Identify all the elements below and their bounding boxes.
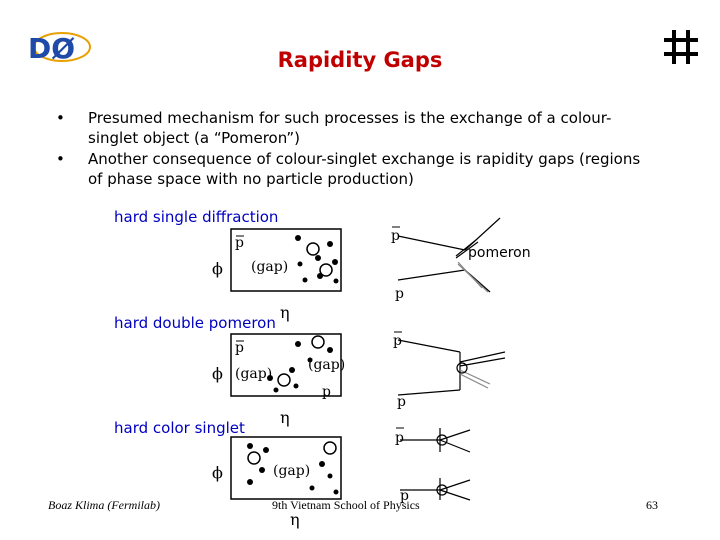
right-p-label: p: [395, 286, 404, 302]
footer-event: 9th Vietnam School of Physics: [272, 498, 420, 512]
d0-logo-icon: DØ: [28, 32, 91, 65]
pbar-label: p: [235, 235, 244, 251]
fermilab-logo: [660, 26, 702, 68]
diagram-label-single-diffraction: hard single diffraction: [114, 208, 279, 226]
diagram-label-double-pomeron: hard double pomeron: [114, 314, 276, 332]
pbar-label: p: [235, 340, 244, 356]
gap-label-left: (gap): [235, 366, 273, 382]
bullet-marker: •: [56, 150, 65, 168]
diagram-label-color-singlet: hard color singlet: [114, 419, 245, 437]
d0-logo: DØ: [22, 28, 92, 66]
color-singlet-diagram: [400, 428, 471, 501]
pomeron-diagram-2: [397, 339, 506, 396]
lego-box-3: [230, 436, 342, 500]
gap-label: (gap): [251, 259, 289, 275]
phi-label: ϕ: [212, 259, 223, 278]
bullet-text: Presumed mechanism for such processes is…: [88, 109, 612, 147]
eta-label: η: [280, 408, 290, 427]
footer-page-number: 63: [646, 498, 658, 512]
right-pbar-label: p: [393, 333, 402, 349]
particle-dots-3: [247, 443, 339, 495]
pomeron-label: pomeron: [468, 245, 531, 261]
fermilab-icon: [664, 30, 698, 64]
bullet-marker: •: [56, 109, 65, 127]
eta-label: η: [290, 510, 300, 529]
lego-box-1: [230, 228, 342, 292]
pomeron-diagram-1: [397, 217, 501, 293]
page-title: Rapidity Gaps: [277, 48, 443, 72]
svg-text:DØ: DØ: [28, 32, 75, 65]
gap-label-right: (gap): [308, 357, 346, 373]
gap-label: (gap): [273, 463, 311, 479]
phi-label: ϕ: [212, 364, 223, 383]
p-label: p: [322, 384, 331, 400]
right-p-label: p: [400, 488, 409, 504]
particle-dots-1: [295, 235, 339, 284]
phi-label: ϕ: [212, 463, 223, 482]
particle-dots-2: [267, 341, 333, 393]
right-p-label: p: [397, 394, 406, 410]
right-pbar-label: p: [395, 430, 404, 446]
right-pbar-label: p: [391, 228, 400, 244]
lego-box-2: [230, 333, 342, 397]
eta-label: η: [280, 303, 290, 322]
bullet-text: Another consequence of colour-singlet ex…: [88, 150, 641, 188]
footer-author: Boaz Klima (Fermilab): [48, 498, 160, 512]
